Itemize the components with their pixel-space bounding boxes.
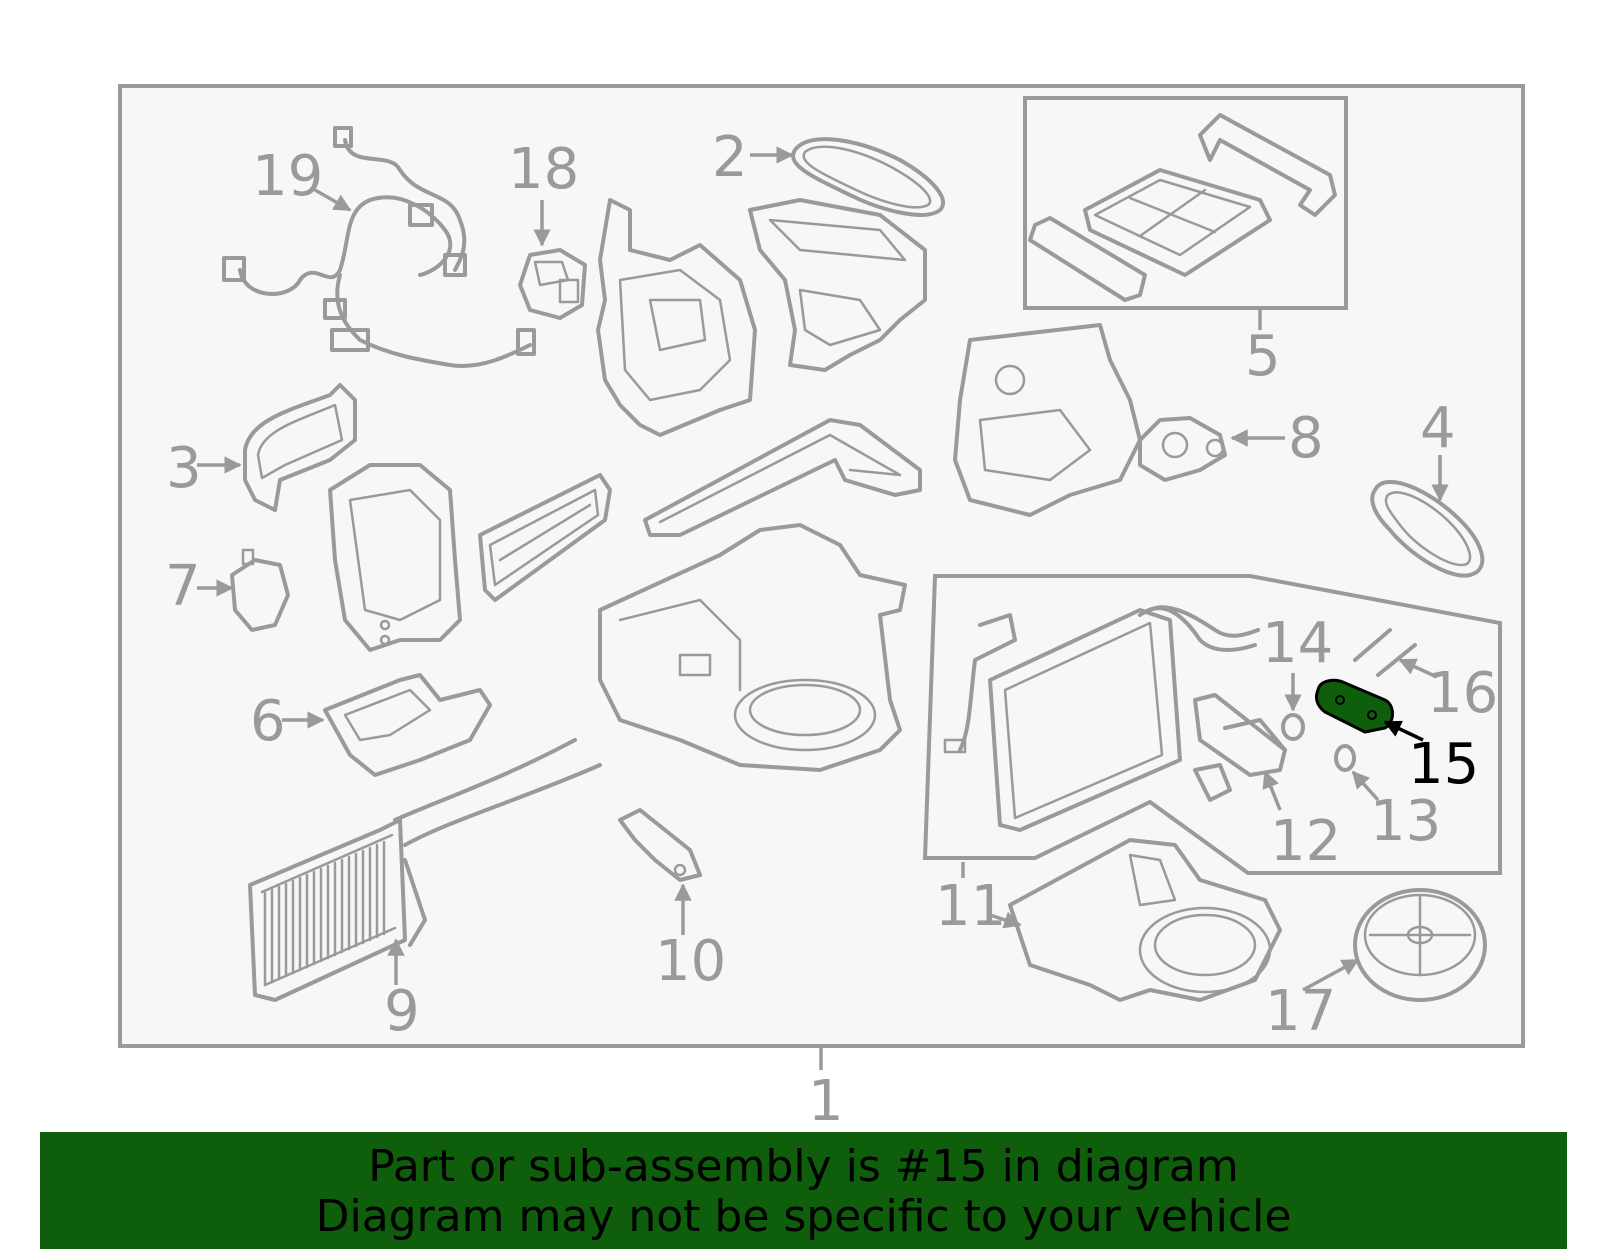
sensor-7 (230, 548, 290, 632)
banner-line-2: Diagram may not be specific to your vehi… (315, 1191, 1292, 1242)
actuator-18 (518, 248, 587, 320)
callout-18: 18 (508, 137, 579, 202)
filter-kit-box (1023, 96, 1348, 310)
wiring-harness (222, 126, 536, 368)
evaporator (943, 605, 1287, 832)
callout-13: 13 (1370, 789, 1441, 854)
oring-13 (1334, 744, 1356, 772)
info-banner: Part or sub-assembly is #15 in diagram D… (40, 1132, 1567, 1249)
motor-8 (1138, 416, 1227, 482)
assembly-frame (118, 84, 1525, 1048)
callout-4: 4 (1420, 396, 1456, 461)
evaporator-kit-box (922, 574, 1502, 875)
callout-3: 3 (166, 436, 202, 501)
oring-14 (1281, 713, 1305, 741)
filter-kit-parts (1028, 113, 1337, 302)
door-plate (478, 473, 612, 602)
callout-11: 11 (935, 874, 1006, 939)
duct-3 (243, 383, 357, 512)
seal-2 (791, 137, 945, 217)
duct-6 (323, 673, 492, 777)
right-housing (953, 323, 1142, 517)
bracket-10 (618, 808, 702, 882)
callout-labels: 1 2 3 4 5 6 7 8 9 10 11 12 13 14 15 16 1… (165, 125, 1498, 1134)
callout-15: 15 (1408, 732, 1479, 797)
long-duct (643, 418, 922, 537)
callout-12: 12 (1270, 809, 1341, 874)
upper-housing (596, 198, 927, 437)
callout-8: 8 (1288, 406, 1324, 471)
callout-2: 2 (712, 125, 748, 190)
callout-6: 6 (250, 689, 286, 754)
heater-core-9 (248, 738, 602, 1002)
blower-case (1008, 838, 1282, 1002)
left-housing (328, 463, 462, 652)
gasket-4 (1370, 479, 1485, 578)
lower-case (598, 523, 907, 772)
callout-16: 16 (1427, 661, 1498, 726)
callout-5: 5 (1245, 324, 1281, 389)
callout-1: 1 (808, 1069, 844, 1134)
callout-9: 9 (384, 979, 420, 1044)
banner-line-1: Part or sub-assembly is #15 in diagram (368, 1141, 1239, 1192)
callout-19: 19 (252, 144, 323, 209)
blower-motor-17 (1353, 888, 1487, 1002)
callout-14: 14 (1262, 611, 1333, 676)
bolts-16 (1353, 628, 1417, 677)
callout-7: 7 (165, 554, 201, 619)
callout-10: 10 (655, 929, 726, 994)
expansion-valve-15 (1315, 678, 1394, 734)
callout-17: 17 (1265, 979, 1336, 1044)
leader-lines (197, 146, 1449, 992)
